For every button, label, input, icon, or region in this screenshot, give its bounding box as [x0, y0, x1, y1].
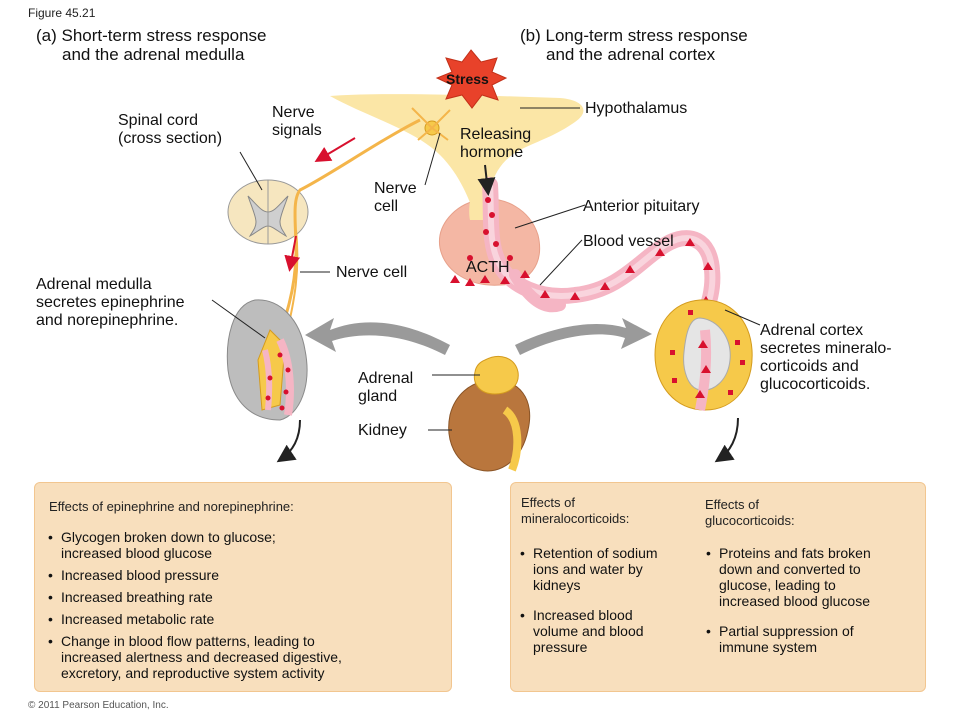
arrow-to-effects-b — [714, 417, 739, 463]
acth-label: ACTH — [466, 259, 510, 276]
releasing-hormone-arrow — [477, 164, 496, 196]
panel-b-title-line1: (b) Long-term stress response — [520, 26, 748, 45]
hypothalamic-neuron-icon — [411, 107, 451, 141]
adrenal-gland-icon — [473, 356, 519, 395]
nerve-signal-arrow-upper — [314, 137, 356, 163]
nerve-cell-lower-label: Nerve cell — [336, 264, 408, 281]
list-item: Change in blood flow patterns, leading t… — [47, 633, 443, 681]
nerve-signal-arrow-lower — [284, 235, 301, 272]
stress-burst-icon — [435, 49, 508, 109]
list-item: Increased blood volume and blood pressur… — [519, 607, 701, 655]
panel-a-title-line1: (a) Short-term stress response — [36, 26, 267, 45]
hypothalamus-label: Hypothalamus — [585, 100, 688, 117]
panel-a-title-line2: and the adrenal medulla — [62, 45, 245, 64]
effects-a-list: Glycogen broken down to glucose; increas… — [47, 529, 443, 687]
arrow-to-effects-a — [276, 419, 301, 463]
nerve-fiber — [273, 118, 421, 346]
figure-number: Figure 45.21 — [28, 6, 96, 20]
list-item: Increased blood pressure — [47, 567, 443, 583]
adrenal-medulla-icon — [226, 299, 308, 421]
adrenal-cortex-label: Adrenal cortex secretes mineralo- cortic… — [760, 322, 892, 393]
spinal-cord-icon — [227, 179, 309, 245]
effects-mineralo-list: Retention of sodium ions and water by ki… — [519, 545, 701, 661]
effects-epinephrine-panel: Effects of epinephrine and norepinephrin… — [34, 482, 452, 692]
nerve-signals-label: Nerve signals — [272, 104, 322, 139]
effects-gluco-heading: Effects of glucocorticoids: — [705, 497, 795, 528]
list-item: Retention of sodium ions and water by ki… — [519, 545, 701, 593]
panel-b-title: (b) Long-term stress response and the ad… — [520, 26, 748, 64]
hypothalamus-tissue — [330, 94, 584, 225]
list-item: Increased breathing rate — [47, 589, 443, 605]
effects-mineralo-heading: Effects of mineralocorticoids: — [521, 495, 630, 526]
blood-vessel-label: Blood vessel — [583, 233, 674, 250]
adrenal-cortex-icon — [654, 299, 753, 411]
copyright-notice: © 2011 Pearson Education, Inc. — [28, 700, 169, 711]
effects-corticoids-panel: Effects of mineralocorticoids: Retention… — [510, 482, 926, 692]
releasing-hormone-label: Releasing hormone — [460, 126, 532, 161]
kidney-icon — [448, 379, 531, 472]
list-item: Partial suppression of immune system — [705, 623, 915, 655]
blood-vessel-inner — [487, 184, 716, 331]
blood-vessel-branch — [509, 269, 566, 313]
gray-arrow-left — [305, 318, 450, 355]
list-item: Proteins and fats broken down and conver… — [705, 545, 915, 609]
releasing-hormone-dots — [467, 197, 513, 261]
effects-gluco-list: Proteins and fats broken down and conver… — [705, 545, 915, 661]
spinal-cord-label: Spinal cord (cross section) — [118, 112, 223, 147]
adrenal-medulla-label: Adrenal medulla secretes epinephrine and… — [36, 276, 185, 329]
kidney-label: Kidney — [358, 422, 407, 439]
anterior-pituitary-label: Anterior pituitary — [583, 198, 700, 215]
panel-b-title-line2: and the adrenal cortex — [546, 45, 716, 64]
panel-a-title: (a) Short-term stress response and the a… — [36, 26, 267, 64]
effects-a-heading: Effects of epinephrine and norepinephrin… — [49, 499, 294, 514]
gray-arrow-right — [515, 318, 652, 355]
stress-label: Stress — [446, 71, 489, 87]
list-item: Glycogen broken down to glucose; increas… — [47, 529, 443, 561]
nerve-cell-upper-label: Nerve cell — [374, 180, 417, 215]
adrenal-gland-label: Adrenal gland — [358, 370, 414, 405]
list-item: Increased metabolic rate — [47, 611, 443, 627]
leader-lines — [211, 107, 761, 431]
